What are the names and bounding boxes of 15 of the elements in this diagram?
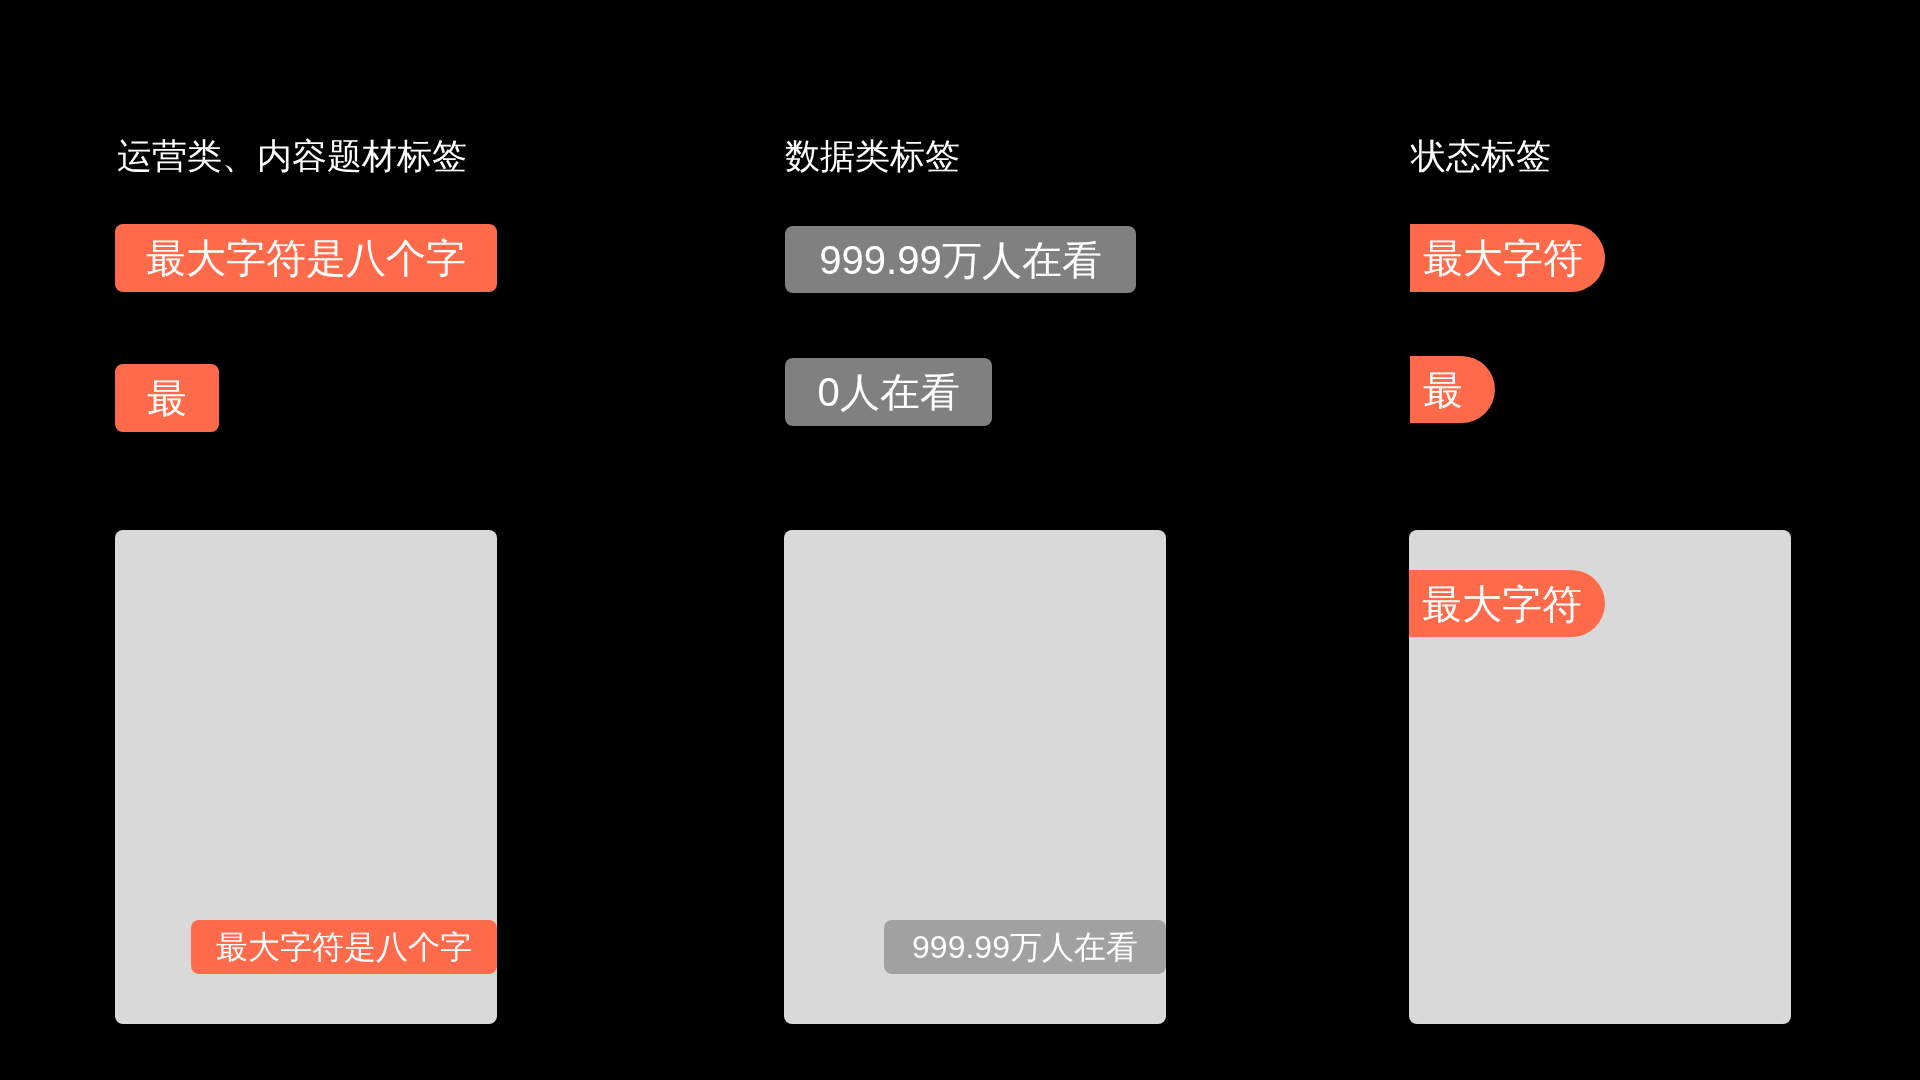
cover-placeholder	[1409, 530, 1791, 1024]
cover-placeholder	[115, 530, 497, 1024]
data-tag: 999.99万人在看	[785, 226, 1136, 293]
operation-tag: 最	[115, 364, 219, 432]
data-tag: 0人在看	[785, 358, 992, 426]
operation-tag: 最大字符是八个字	[115, 224, 497, 292]
data-tag: 999.99万人在看	[884, 920, 1166, 974]
status-tag: 最大字符	[1409, 570, 1605, 637]
section-heading: 数据类标签	[785, 137, 960, 176]
cover-placeholder	[784, 530, 1166, 1024]
status-tag: 最	[1410, 356, 1495, 423]
section-heading: 状态标签	[1411, 137, 1551, 176]
section-heading: 运营类、内容题材标签	[117, 137, 467, 176]
operation-tag: 最大字符是八个字	[191, 920, 497, 974]
status-tag: 最大字符	[1410, 224, 1605, 292]
